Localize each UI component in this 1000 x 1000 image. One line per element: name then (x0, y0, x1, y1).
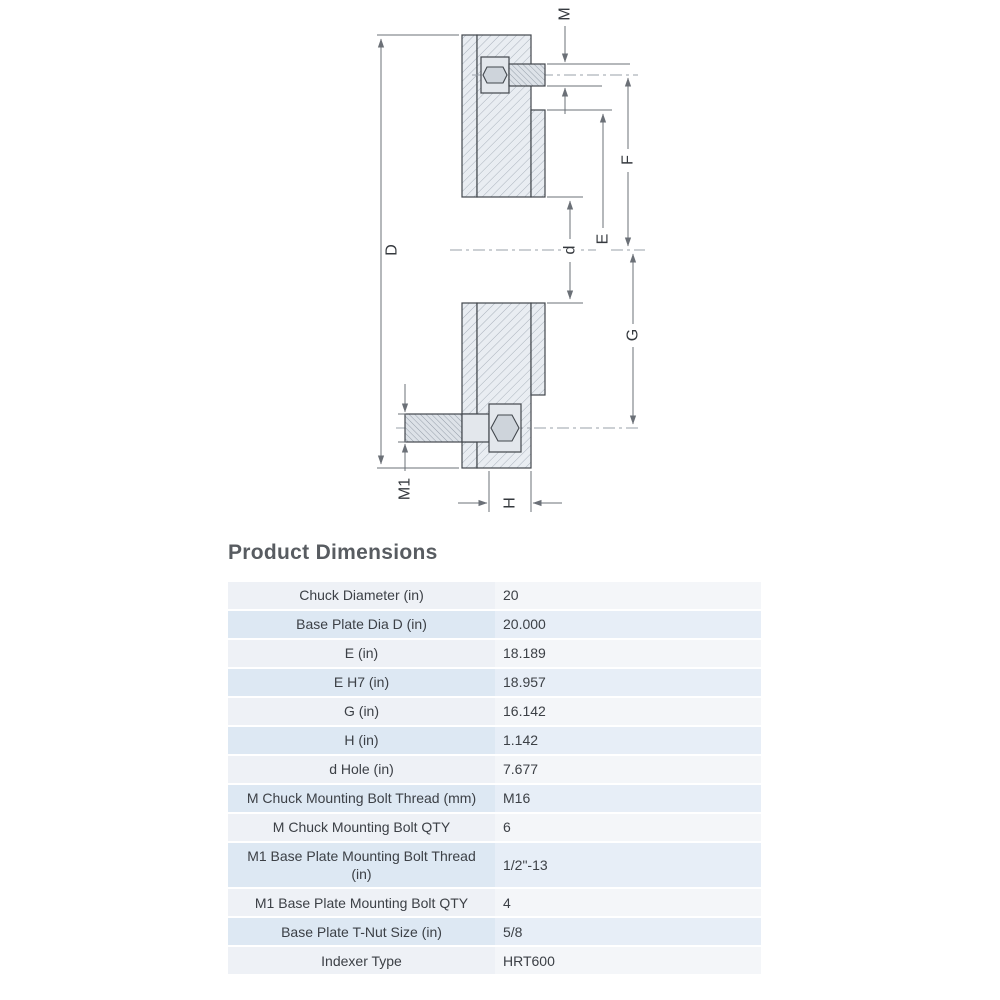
dimension-label: Indexer Type (228, 947, 495, 975)
label-M: M (557, 7, 574, 20)
dimension-value: 1.142 (495, 727, 761, 754)
hex-socket-icon (490, 414, 520, 442)
dimension-value: 18.957 (495, 669, 761, 696)
table-row: Base Plate T-Nut Size (in) 5/8 (228, 918, 761, 946)
dimension-value: 5/8 (495, 918, 761, 946)
dimension-value: HRT600 (495, 947, 761, 975)
dimension-label: Base Plate T-Nut Size (in) (228, 918, 495, 946)
dimension-label: E H7 (in) (228, 669, 495, 696)
table-row: Base Plate Dia D (in) 20.000 (228, 611, 761, 638)
table-row: E H7 (in) 18.957 (228, 669, 761, 696)
dimension-label: E (in) (228, 640, 495, 667)
base-plate-section (461, 34, 546, 469)
label-G: G (625, 329, 642, 341)
dim-E (547, 109, 612, 247)
table-row: M1 Base Plate Mounting Bolt Thread (in) … (228, 843, 761, 888)
dimension-value: 20 (495, 582, 761, 609)
dimension-value: 16.142 (495, 698, 761, 725)
dim-D (377, 34, 459, 469)
table-row: Indexer Type HRT600 (228, 947, 761, 975)
dimension-value: 4 (495, 889, 761, 917)
dimension-label: M1 Base Plate Mounting Bolt QTY (228, 889, 495, 917)
dimension-label: M1 Base Plate Mounting Bolt Thread (in) (228, 843, 495, 888)
table-row: E (in) 18.189 (228, 640, 761, 667)
dimension-value: M16 (495, 785, 761, 812)
hex-socket-icon (482, 66, 508, 84)
table-row: G (in) 16.142 (228, 698, 761, 725)
table-row: M1 Base Plate Mounting Bolt QTY 4 (228, 889, 761, 917)
table-row: M Chuck Mounting Bolt Thread (mm) M16 (228, 785, 761, 812)
dimension-label: Base Plate Dia D (in) (228, 611, 495, 638)
dimension-label: M Chuck Mounting Bolt QTY (228, 814, 495, 841)
dimension-value: 1/2"-13 (495, 843, 761, 888)
dimension-value: 20.000 (495, 611, 761, 638)
label-D: D (384, 244, 401, 256)
label-d: d (562, 246, 579, 255)
dimension-label: Chuck Diameter (in) (228, 582, 495, 609)
label-E: E (595, 234, 612, 245)
page-title: Product Dimensions (228, 541, 438, 564)
dimension-label: G (in) (228, 698, 495, 725)
dimension-value: 18.189 (495, 640, 761, 667)
table-row: M Chuck Mounting Bolt QTY 6 (228, 814, 761, 841)
dim-M1 (398, 384, 409, 471)
table-row: H (in) 1.142 (228, 727, 761, 754)
dimension-value: 7.677 (495, 756, 761, 783)
dimension-label: d Hole (in) (228, 756, 495, 783)
base-plate-mounting-bolt (404, 403, 522, 453)
table-row: Chuck Diameter (in) 20 (228, 582, 761, 609)
label-F: F (620, 155, 637, 165)
label-M1: M1 (397, 478, 414, 500)
chuck-mounting-bolt (480, 56, 546, 94)
dim-M (547, 26, 630, 114)
table-row: d Hole (in) 7.677 (228, 756, 761, 783)
dimension-label: H (in) (228, 727, 495, 754)
technical-drawing: M F E d G D M1 H (377, 7, 645, 512)
dim-H (458, 471, 562, 512)
label-H: H (502, 497, 519, 509)
dimension-label: M Chuck Mounting Bolt Thread (mm) (228, 785, 495, 812)
dimensions-table: Chuck Diameter (in) 20 Base Plate Dia D … (228, 582, 761, 976)
dimension-value: 6 (495, 814, 761, 841)
